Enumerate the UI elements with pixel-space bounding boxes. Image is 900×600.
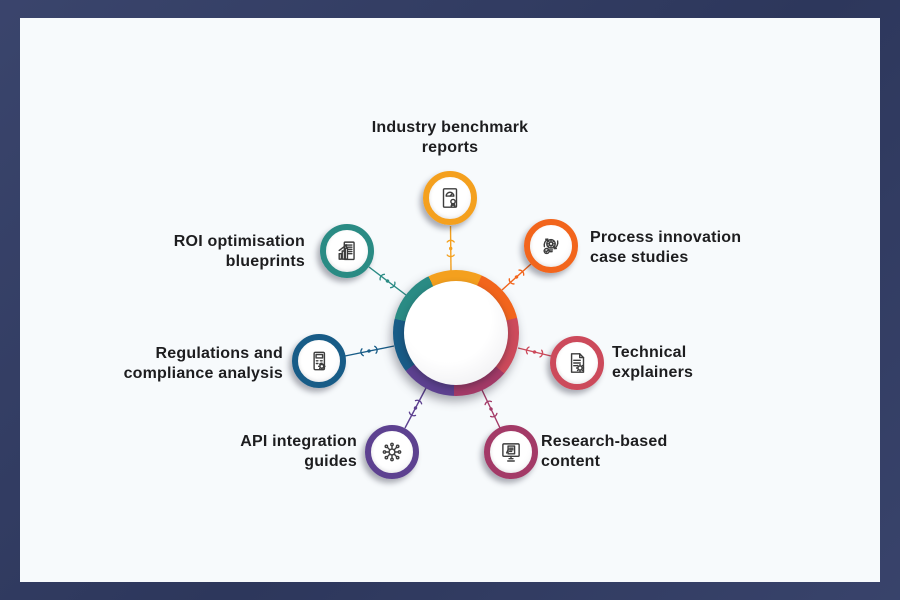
node-industry-benchmark-reports <box>423 171 477 225</box>
label-industry-benchmark-reports: Industry benchmark reports <box>371 119 529 156</box>
innovation-bulb-gear-icon <box>538 233 564 259</box>
label-research-based-content: Research-based content <box>541 433 668 470</box>
roi-bar-chart-doc-icon <box>334 238 360 264</box>
node-roi-optimisation-blueprints <box>320 224 374 278</box>
compliance-calculator-gear-icon <box>306 348 332 374</box>
node-regulations-compliance-analysis <box>292 334 346 388</box>
label-process-innovation-case-studies: Process innovation case studies <box>590 229 742 266</box>
node-technical-explainers <box>550 336 604 390</box>
document-gear-icon <box>564 350 590 376</box>
node-research-based-content <box>484 425 538 479</box>
api-network-icon <box>379 439 405 465</box>
node-api-integration-guides <box>365 425 419 479</box>
label-roi-optimisation-blueprints: ROI optimisation blueprints <box>173 233 305 270</box>
research-monitor-icon <box>498 439 524 465</box>
label-api-integration-guides: API integration guides <box>240 433 357 470</box>
benchmark-report-icon <box>437 185 463 211</box>
hub-ring <box>393 270 519 396</box>
hub-inner-circle <box>404 281 508 385</box>
label-technical-explainers: Technical explainers <box>612 344 694 381</box>
node-process-innovation-case-studies <box>524 219 578 273</box>
label-regulations-compliance-analysis: Regulations and compliance analysis <box>123 345 283 382</box>
